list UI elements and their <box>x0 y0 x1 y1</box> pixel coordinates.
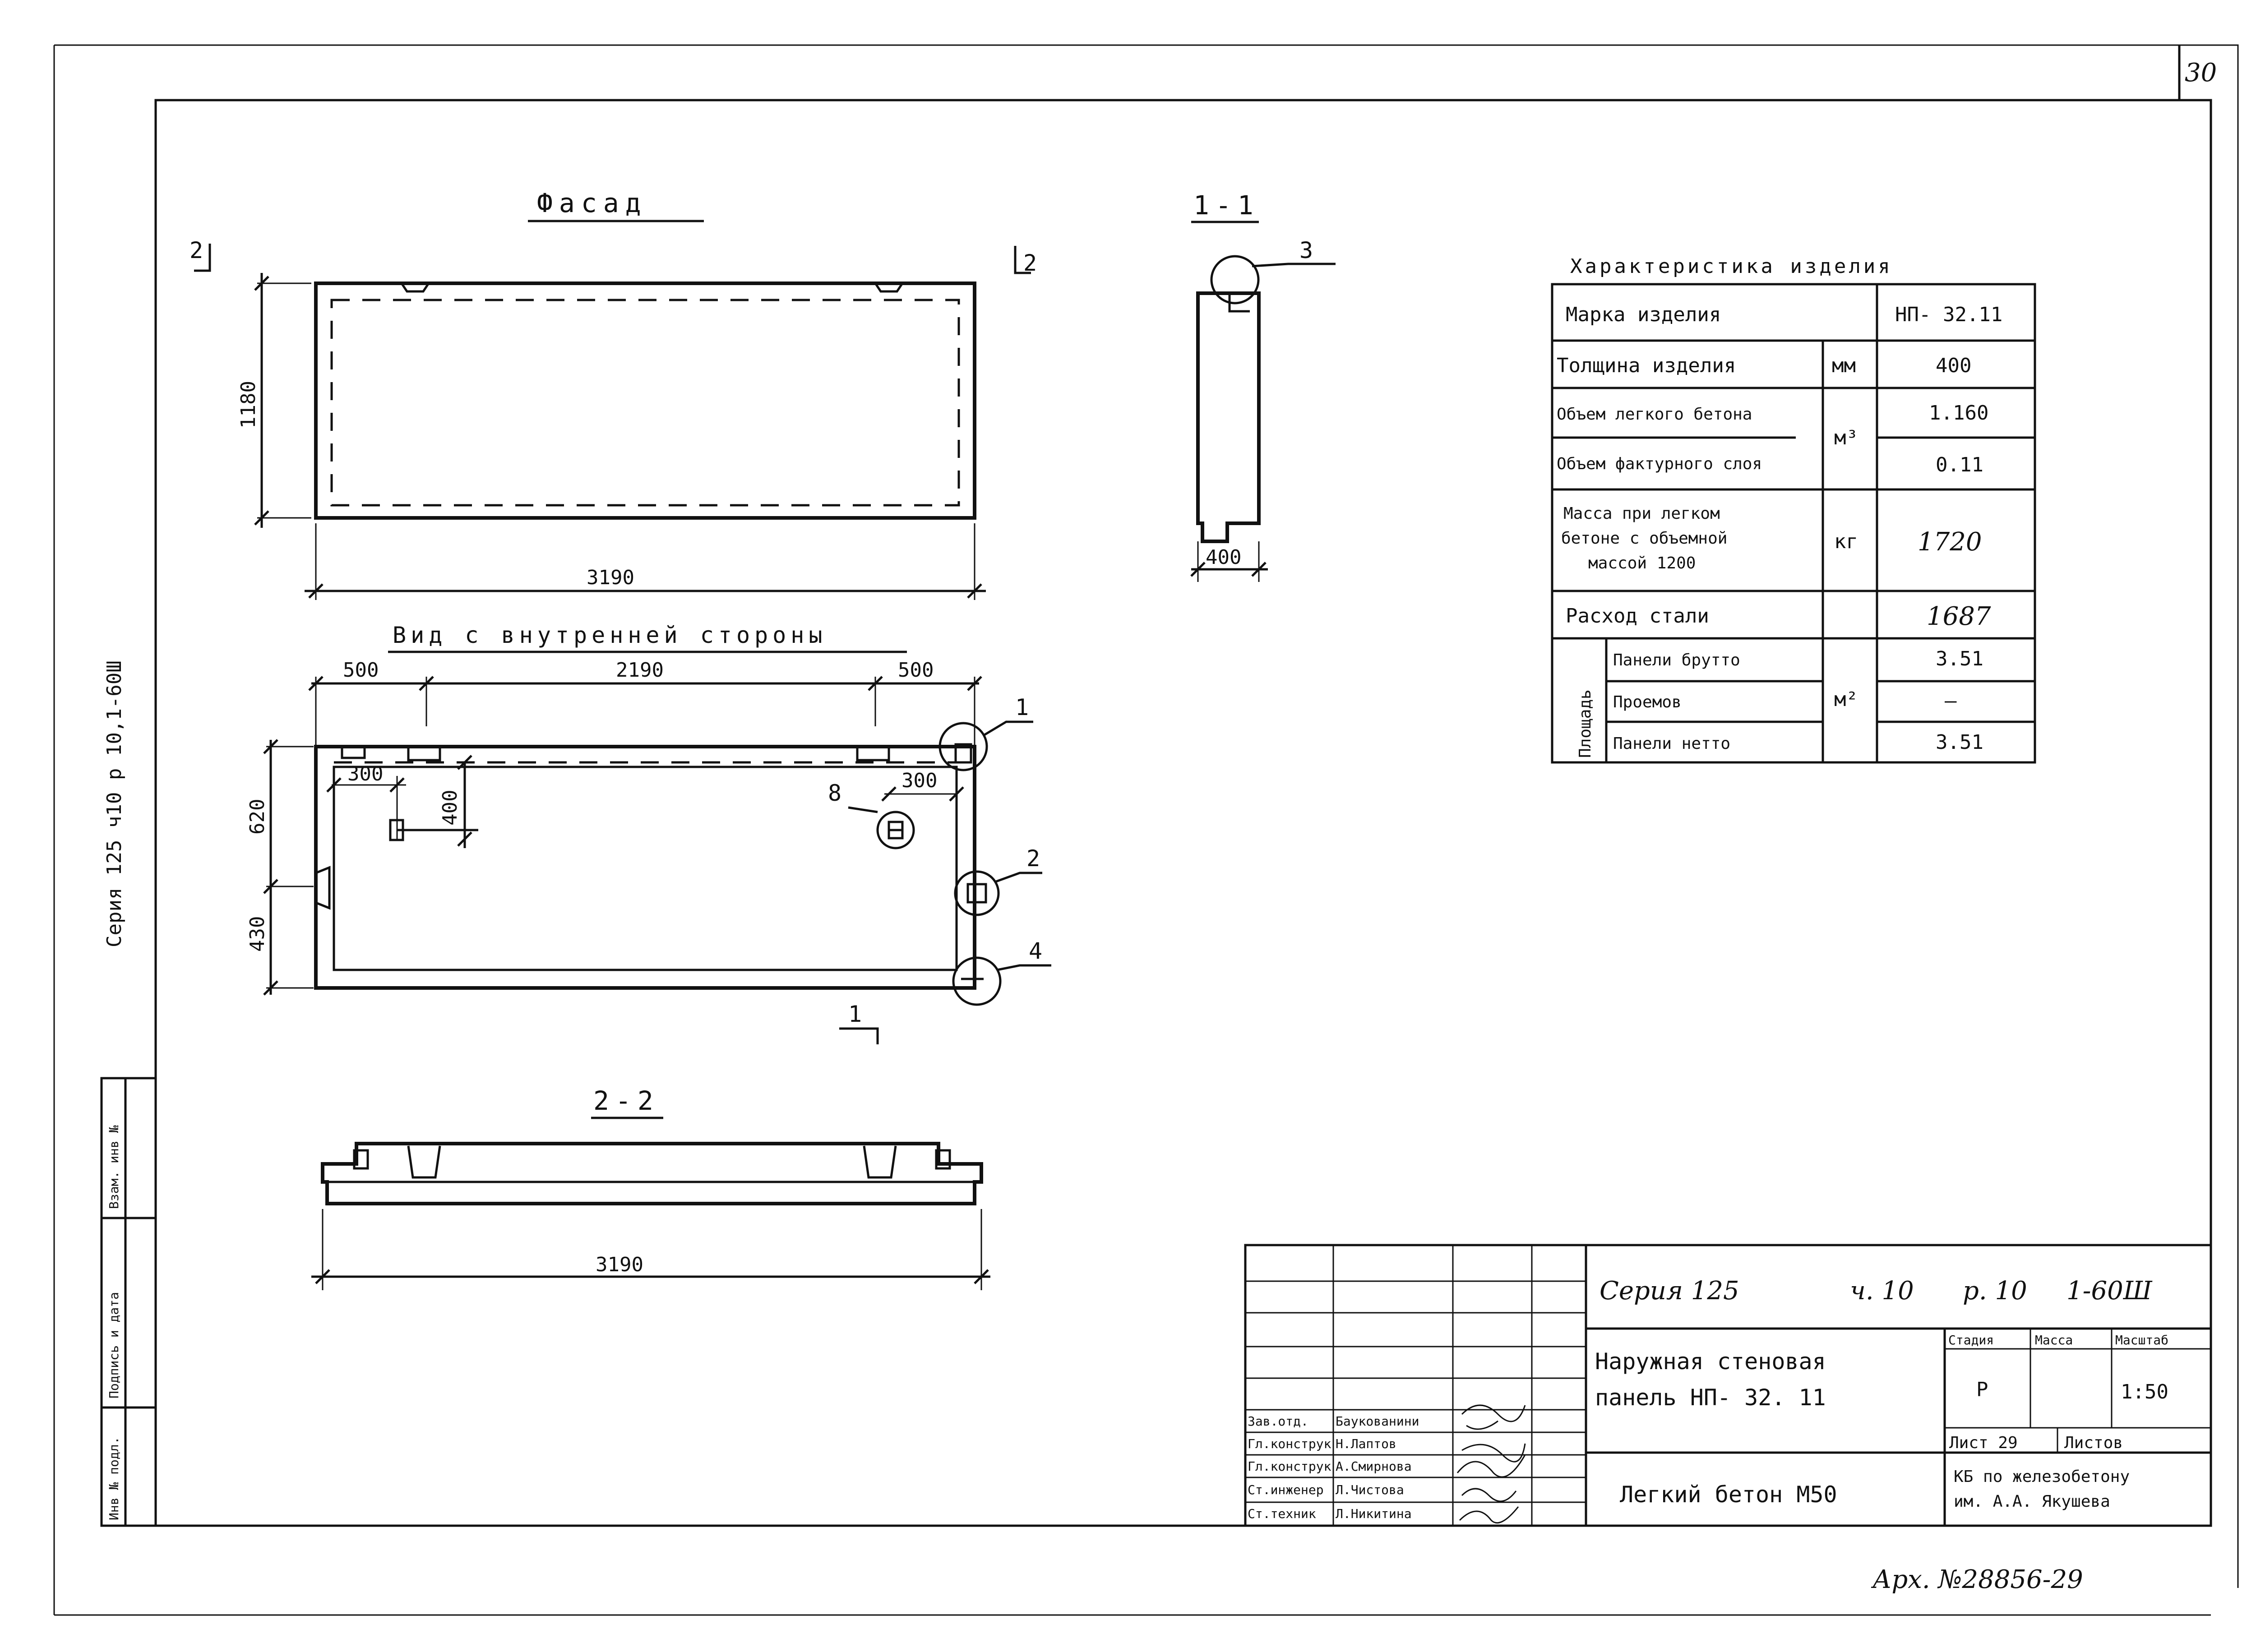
char-row-mark-value: НП- 32.11 <box>1895 303 2002 326</box>
staff-role-5: Ст.техник <box>1248 1506 1316 1521</box>
staff-role-1: Зав.отд. <box>1248 1414 1308 1429</box>
mass-header: Масса <box>2035 1333 2073 1347</box>
organization-line1: КБ по железобетону <box>1954 1467 2130 1486</box>
side-stamp-replace-inv: Взам. инв № <box>106 1125 121 1209</box>
sheet-number: 30 <box>2185 58 2217 88</box>
title-material: Легкий бетон М50 <box>1620 1481 1837 1508</box>
section-2-2-view: 2-2 3190 <box>311 1085 990 1290</box>
inner-dim-300-left: 300 <box>347 762 383 785</box>
char-area-openings-value: – <box>1945 689 1957 712</box>
staff-role-3: Гл.конструк <box>1248 1459 1331 1474</box>
stage-header: Стадия <box>1948 1333 1994 1347</box>
inner-dim-left-500: 500 <box>343 659 379 682</box>
sheet-frame: 30 <box>53 44 2239 1616</box>
staff-role-2: Гл.конструк <box>1248 1436 1331 1451</box>
facade-cut-mark-right: 2 <box>1023 250 1037 276</box>
sheets-label: Листов <box>2064 1434 2123 1452</box>
char-row-mass-unit: кг <box>1834 530 1858 553</box>
title-name-line2: панель НП- 32. 11 <box>1595 1384 1826 1411</box>
staff-name-4: Л.Чистова <box>1336 1482 1404 1497</box>
title-block: Зав.отд. Баукованини Гл.конструк Н.Лапто… <box>1244 1244 2212 1527</box>
inner-dim-300-right: 300 <box>901 769 937 792</box>
title-doc-code: 1-60Ш <box>2066 1276 2153 1306</box>
archive-number: Арх. №28856-29 <box>1871 1565 2083 1594</box>
inner-cut-mark-1: 1 <box>848 1001 862 1027</box>
char-area-net-value: 3.51 <box>1936 731 1983 754</box>
staff-role-4: Ст.инженер <box>1248 1482 1324 1497</box>
section-1-1-view: 1-1 3 400 <box>1190 190 1336 582</box>
title-issue: р. 10 <box>1963 1276 2027 1306</box>
section-1-1-thickness-dimension: 400 <box>1206 546 1241 569</box>
facade-view: Фасад 2 2 1180 3190 <box>190 188 1037 600</box>
char-row-mass-label-line2: бетоне с объемной <box>1561 529 1727 548</box>
stage-value: Р <box>1976 1378 1988 1401</box>
inner-view: Вид с внутренней стороны 500 2190 500 30… <box>246 622 1051 1044</box>
char-area-unit: м² <box>1834 688 1858 711</box>
inner-callout-2: 2 <box>1026 845 1040 872</box>
facade-height-dimension: 1180 <box>237 381 260 429</box>
char-row-thickness-unit: мм <box>1832 354 1856 377</box>
char-area-gross-value: 3.51 <box>1936 647 1983 670</box>
inner-dim-400: 400 <box>439 790 462 826</box>
staff-name-5: Л.Никитина <box>1336 1506 1412 1521</box>
char-row-thickness-value: 400 <box>1936 354 1971 377</box>
facade-cut-mark-left: 2 <box>190 237 203 263</box>
inner-dim-620: 620 <box>246 799 269 835</box>
scale-header: Масштаб <box>2115 1333 2168 1347</box>
staff-name-1: Баукованини <box>1336 1414 1419 1429</box>
scale-value: 1:50 <box>2121 1380 2168 1403</box>
char-row-mark-label: Марка изделия <box>1566 303 1721 326</box>
char-area-net-label: Панели нетто <box>1613 734 1730 753</box>
char-row-concrete-volume-value: 1.160 <box>1929 401 1988 425</box>
signatures <box>1456 1404 1526 1524</box>
inner-callout-4: 4 <box>1029 938 1042 964</box>
char-row-facing-volume-value: 0.11 <box>1936 453 1983 476</box>
facade-title: Фасад <box>537 188 647 218</box>
char-row-mass-label-line1: Масса при легком <box>1563 504 1720 523</box>
char-row-facing-volume-label: Объем фактурного слоя <box>1557 455 1762 473</box>
margin-series-text: Серия 125 ч10 р 10,1-60Ш <box>103 660 126 947</box>
section-1-1-title: 1-1 <box>1193 190 1260 221</box>
side-stamp: Взам. инв № Подпись и дата Инв № подл. <box>100 1077 157 1527</box>
char-row-volume-unit: м³ <box>1834 426 1858 449</box>
char-area-gross-label: Панели брутто <box>1613 651 1740 669</box>
inner-callout-8: 8 <box>828 780 841 806</box>
char-row-mass-label-line3: массой 1200 <box>1588 554 1696 572</box>
inner-dim-430: 430 <box>246 916 269 952</box>
title-series: Серия 125 <box>1600 1276 1739 1306</box>
inner-view-title: Вид с внутренней стороны <box>393 622 827 648</box>
char-row-steel-label: Расход стали <box>1566 605 1709 628</box>
section-1-1-callout: 3 <box>1299 237 1313 263</box>
sheet-label: Лист 29 <box>1949 1434 2018 1452</box>
characteristics-table: Характеристика изделия Марка изделия НП-… <box>1551 255 2036 764</box>
characteristics-title: Характеристика изделия <box>1570 255 1893 278</box>
inner-dim-middle-2190: 2190 <box>616 659 664 682</box>
title-part: ч. 10 <box>1850 1276 1914 1306</box>
facade-length-dimension: 3190 <box>587 566 634 589</box>
char-row-concrete-volume-label: Объем легкого бетона <box>1557 405 1752 424</box>
section-2-2-title: 2-2 <box>593 1085 660 1116</box>
char-row-steel-value: 1687 <box>1927 602 1991 631</box>
staff-name-3: А.Смирнова <box>1336 1459 1412 1474</box>
char-area-group-label: Площадь <box>1576 689 1595 758</box>
side-stamp-inv-original: Инв № подл. <box>106 1437 121 1520</box>
title-name-line1: Наружная стеновая <box>1595 1348 1826 1375</box>
char-row-mass-value: 1720 <box>1918 527 1982 557</box>
char-area-openings-label: Проемов <box>1613 693 1682 711</box>
char-row-thickness-label: Толщина изделия <box>1557 354 1736 377</box>
inner-dim-right-500: 500 <box>898 659 934 682</box>
section-2-2-length-dimension: 3190 <box>596 1253 643 1276</box>
staff-name-2: Н.Лаптов <box>1336 1436 1396 1451</box>
side-stamp-signature-date: Подпись и дата <box>106 1292 121 1398</box>
inner-callout-1: 1 <box>1015 694 1029 720</box>
organization-line2: им. А.А. Якушева <box>1954 1492 2110 1511</box>
